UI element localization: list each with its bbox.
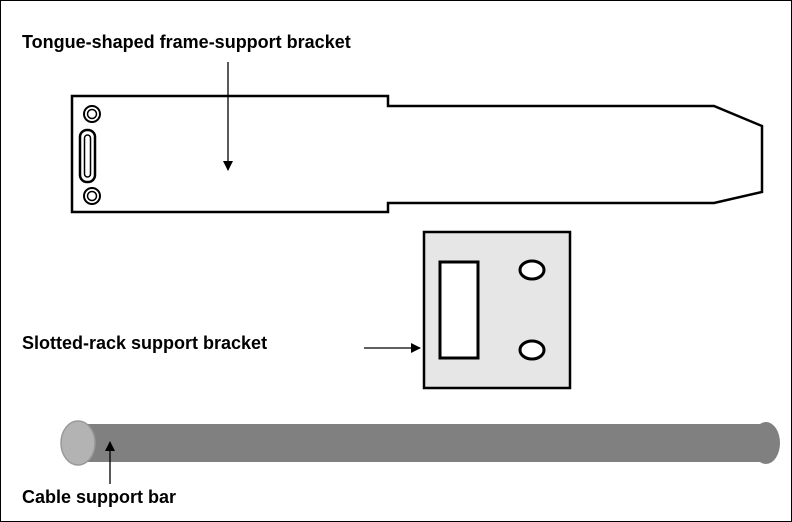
rack-bracket-plate (422, 230, 572, 390)
slotted-bracket-label: Slotted-rack support bracket (22, 333, 267, 353)
cable-bar-body (78, 424, 768, 462)
slotted-rack-bracket (422, 230, 572, 390)
cable-support-bar (60, 420, 780, 466)
cable-bar-left-end (60, 420, 96, 466)
cable-bar-label: Cable support bar (22, 487, 176, 507)
tongue-bracket-top-hole (83, 105, 101, 123)
tongue-shaped-bracket (70, 94, 764, 214)
rack-bracket-top-hole (518, 259, 546, 281)
tongue-bracket-label: Tongue-shaped frame-support bracket (22, 32, 351, 52)
tongue-bracket-slot (78, 128, 97, 184)
rack-bracket-bottom-hole (518, 339, 546, 361)
cable-bar-right-end (752, 422, 780, 464)
tongue-bracket-bottom-hole (83, 187, 101, 205)
rack-bracket-slot (438, 260, 480, 360)
tongue-bracket-outline (70, 94, 764, 214)
